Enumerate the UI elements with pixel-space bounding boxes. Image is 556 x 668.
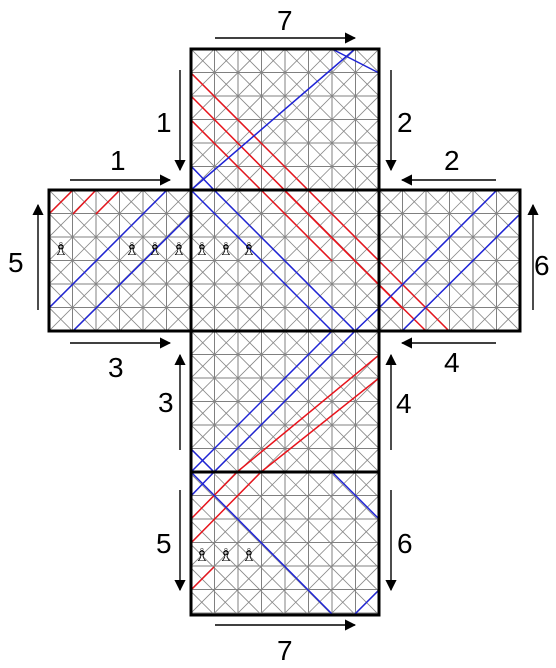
label-top-left-vertical: 1 — [156, 107, 172, 138]
grid-diag-up — [191, 472, 333, 614]
grid-diag-up — [212, 472, 356, 615]
path-line-30 — [331, 471, 380, 520]
bishop-icon: ♗ — [194, 545, 210, 566]
grid-diag-up — [191, 472, 309, 591]
path-line-29 — [190, 471, 333, 615]
grid-diag-up — [49, 190, 144, 285]
path-line-31 — [354, 589, 380, 615]
bishop-pieces: ♗ ♗ ♗ ♗ ♗ ♗ ♗ ♗ ♗ ♗ — [53, 239, 257, 566]
face-border-bottom — [189, 470, 381, 617]
label-left-top: 1 — [110, 145, 126, 176]
edge-arrows — [32, 32, 539, 631]
path-line-0 — [190, 72, 380, 262]
label-left-side: 5 — [8, 247, 24, 278]
face-diagonals-bottom — [191, 472, 379, 615]
grid-diag-up — [284, 95, 379, 190]
grid-diag-up — [191, 49, 333, 190]
grid-diag-up — [308, 118, 379, 190]
grid-diag-up — [449, 259, 520, 331]
face-borders — [47, 47, 522, 617]
grid-diag-up — [191, 190, 286, 285]
grid-diag-up — [191, 331, 286, 426]
bishop-icon: ♗ — [241, 239, 257, 260]
path-line-24 — [190, 448, 215, 473]
grid-diag-up — [379, 190, 450, 262]
grid-diag-up — [472, 283, 520, 331]
grid-diag-up — [191, 472, 286, 567]
grid-diag-down — [353, 472, 379, 499]
path-line-8 — [331, 48, 380, 74]
label-right-bottom: 4 — [444, 347, 460, 378]
grid-diag-up — [191, 331, 262, 403]
grid-diag-up — [191, 49, 239, 97]
label-left-bottom: 3 — [108, 352, 124, 383]
path-line-17 — [378, 189, 498, 309]
bishop-icon: ♗ — [218, 545, 234, 566]
grid-diag-up — [142, 282, 191, 331]
grid-diag-up — [191, 49, 262, 121]
path-line-5 — [378, 260, 450, 332]
grid-diag-down — [191, 543, 262, 615]
label-lower-left-vertical: 3 — [158, 387, 174, 418]
grid-diag-up — [308, 400, 379, 472]
grid-diag-up — [191, 331, 309, 450]
bishop-icon: ♗ — [147, 239, 163, 260]
label-lower-right-vertical: 4 — [396, 388, 412, 419]
grid-diag-down — [191, 567, 239, 615]
path-line-13 — [72, 189, 97, 215]
grid-diag-up — [284, 377, 379, 472]
grid-diag-up — [237, 190, 379, 331]
bishop-icon: ♗ — [124, 239, 140, 260]
grid-diag-up — [331, 283, 379, 331]
label-right-side: 6 — [534, 250, 550, 281]
path-line-15 — [48, 189, 168, 309]
path-line-23 — [260, 377, 380, 473]
path-line-9 — [190, 165, 215, 191]
grid-diag-up — [331, 424, 379, 472]
path-line-18 — [401, 213, 521, 332]
label-top: 7 — [277, 5, 293, 36]
bishop-icon: ♗ — [218, 239, 234, 260]
grid-diag-up — [425, 236, 520, 331]
grid-diag-up — [379, 190, 427, 238]
path-line-16 — [72, 213, 192, 332]
label-bottom: 7 — [277, 635, 293, 666]
bishop-icon: ♗ — [53, 239, 69, 260]
label-bottom-right-vertical: 6 — [397, 528, 413, 559]
path-line-7 — [190, 48, 356, 191]
path-line-20 — [190, 330, 333, 473]
grid-diag-up — [282, 518, 379, 615]
path-line-22 — [236, 354, 380, 473]
grid-diag-up — [49, 190, 191, 331]
path-line-10 — [190, 189, 333, 332]
face-grid-bottom — [191, 472, 379, 615]
path-line-14 — [95, 189, 121, 215]
bishop-icon: ♗ — [171, 239, 187, 260]
grid-diag-up — [331, 142, 379, 190]
grid-diag-up — [261, 353, 379, 472]
label-top-right-vertical: 2 — [397, 107, 413, 138]
bishop-icon: ♗ — [194, 239, 210, 260]
grid-diag-up — [329, 565, 379, 615]
grid-diag-up — [237, 331, 379, 472]
path-line-12 — [48, 189, 74, 215]
label-bottom-left-vertical: 5 — [156, 528, 172, 559]
path-line-21 — [213, 330, 356, 473]
face-border-right — [377, 188, 522, 333]
grid-diag-up — [191, 331, 239, 379]
edge-labels: 7 1 2 1 2 5 6 3 4 3 4 5 6 7 — [8, 5, 550, 666]
path-line-27 — [190, 566, 215, 591]
label-right-top: 2 — [444, 145, 460, 176]
path-line-19 — [354, 307, 380, 332]
grid-diag-up — [379, 190, 474, 285]
grid-diag-down — [329, 472, 379, 522]
bishop-icon: ♗ — [241, 545, 257, 566]
grid-diag-up — [95, 235, 191, 331]
path-line-11 — [213, 189, 356, 332]
